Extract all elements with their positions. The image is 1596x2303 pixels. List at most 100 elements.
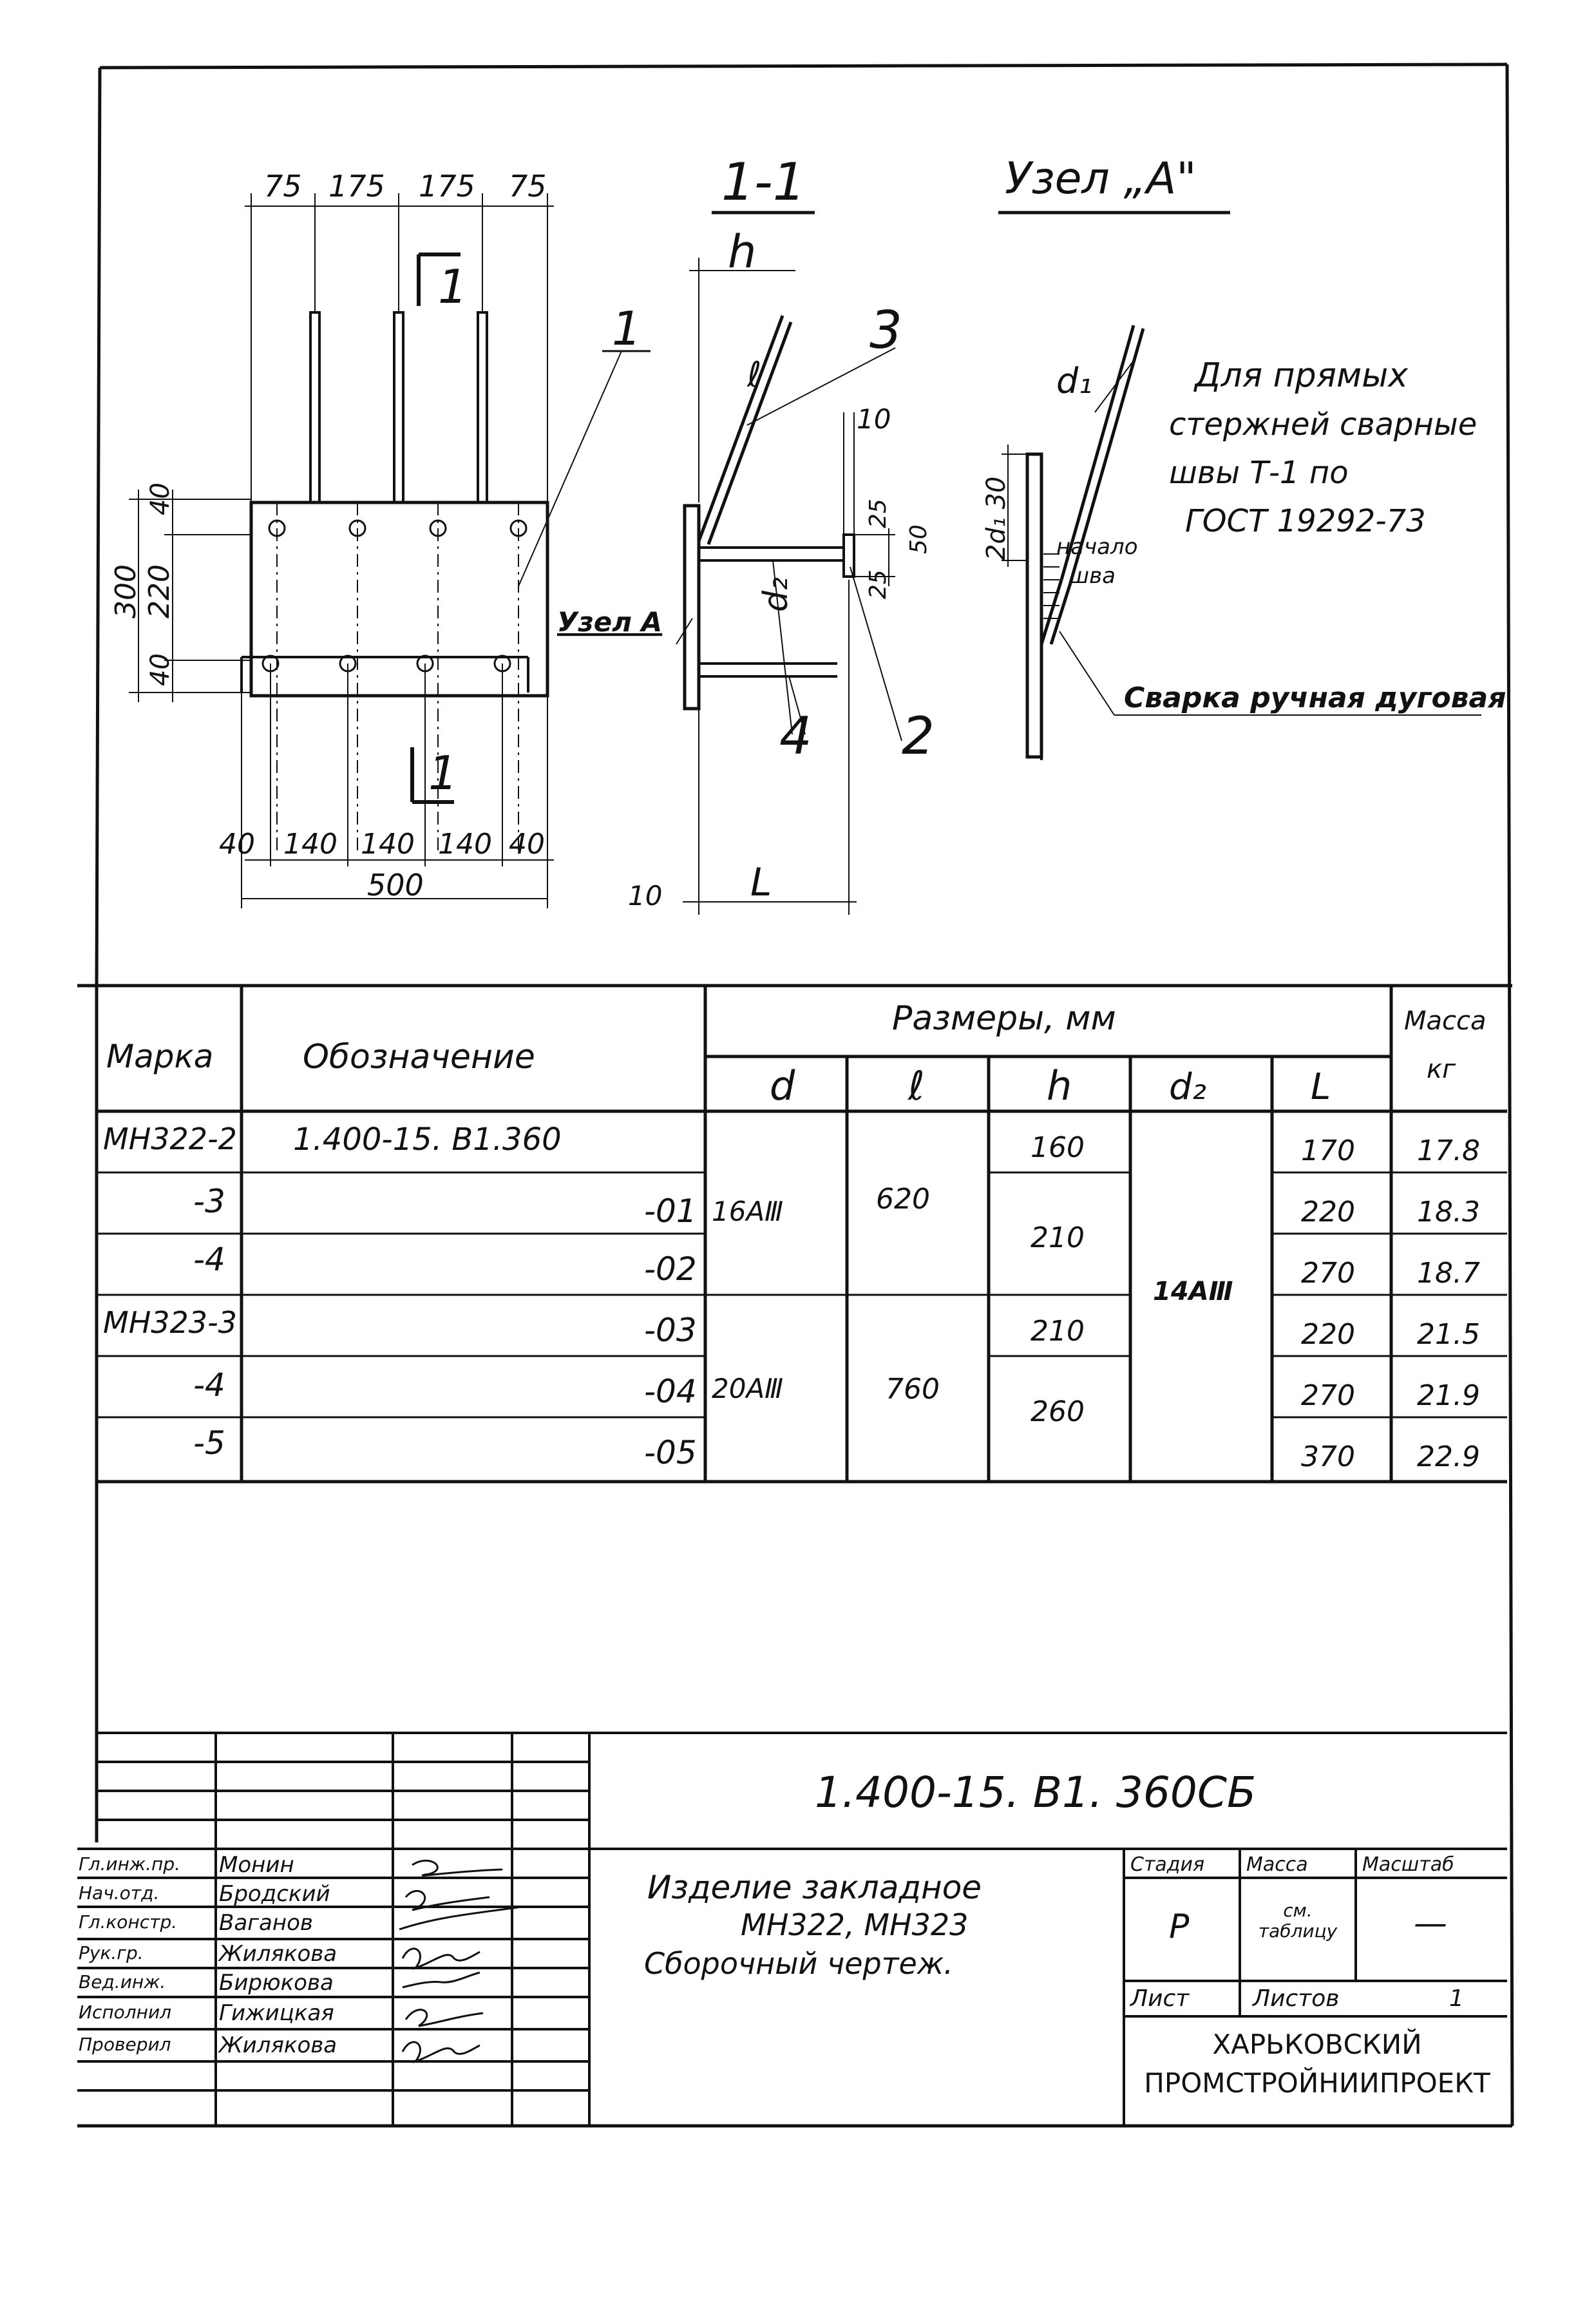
doc-code: 1.400-15. В1. 360СБ	[815, 1768, 1257, 1817]
title-line-3: Сборочный чертеж.	[644, 1946, 953, 1981]
title-line-1: Изделие закладное	[647, 1869, 982, 1906]
dim-140-b3: 140	[438, 828, 492, 861]
dim-75-left: 75	[264, 169, 302, 204]
section-view	[676, 211, 902, 915]
staff-role-3: Гл.констр.	[79, 1911, 178, 1933]
dim-10-bottom: 10	[628, 880, 662, 912]
section-l-bottom: L	[750, 860, 772, 905]
dim-10-top: 10	[857, 403, 891, 435]
node-dims: 2d₁ 30	[982, 477, 1011, 561]
merged-d-b: 20АⅢ	[712, 1373, 784, 1404]
row-6-mass: 22.9	[1417, 1440, 1480, 1473]
section-mark-top: 1	[438, 260, 468, 314]
staff-name-4: Жилякова	[219, 1941, 337, 1967]
dim-40-bottom: 40	[146, 653, 175, 686]
sheet-frame	[77, 62, 1514, 2128]
header-designation: Обозначение	[303, 1038, 535, 1076]
row-3-designation: -02	[644, 1250, 697, 1288]
signatures	[399, 1859, 522, 2064]
anchor-bar	[393, 311, 404, 504]
scale-label: Масштаб	[1362, 1853, 1454, 1876]
node-weld-start-2: шва	[1069, 563, 1116, 589]
sheet-label: Лист	[1130, 1985, 1190, 2012]
section-mark-bottom: 1	[428, 746, 458, 800]
org-line-2: ПРОМСТРОЙНИИПРОЕКТ	[1144, 2067, 1490, 2099]
row-3-mass: 18.7	[1417, 1257, 1480, 1290]
dim-40-top: 40	[146, 483, 175, 515]
dim-140-b1: 140	[283, 828, 337, 861]
row-1-L: 170	[1301, 1134, 1355, 1167]
header-sizes: Размеры, мм	[892, 999, 1116, 1038]
callout-4: 4	[779, 706, 812, 766]
title-block-grid	[77, 1732, 1507, 2126]
dim-25-bottom: 25	[865, 569, 891, 599]
merged-h-1: 160	[1031, 1131, 1085, 1164]
header-mass: Масса	[1404, 1006, 1487, 1036]
staff-role-1: Гл.инж.пр.	[79, 1853, 181, 1875]
dim-500: 500	[367, 868, 424, 903]
dim-300: 300	[109, 564, 142, 618]
merged-l-b: 760	[886, 1373, 940, 1406]
row-5-mass: 21.9	[1417, 1379, 1480, 1412]
row-2-mark: -3	[193, 1183, 225, 1220]
section-labels: 1-1 h ℓ L 3 2 4 d₂ 10 10 25 50 25	[628, 152, 935, 912]
row-6-designation: -05	[644, 1434, 697, 1471]
scale-value: —	[1414, 1904, 1447, 1943]
dim-75-right: 75	[509, 169, 547, 204]
row-4-L: 220	[1301, 1318, 1355, 1351]
merged-h-2: 210	[1031, 1221, 1085, 1254]
staff-name-2: Бродский	[219, 1881, 330, 1907]
dim-50: 50	[906, 524, 932, 554]
row-4-mass: 21.5	[1417, 1318, 1480, 1351]
node-a-labels: Узел „А" d₁ 2d₁ 30 начало шва Сварка руч…	[982, 153, 1506, 714]
dim-175-right: 175	[419, 169, 475, 204]
callout-1: 1	[612, 301, 641, 356]
anchor-bar	[477, 311, 488, 504]
mass-label: Масса	[1246, 1853, 1308, 1876]
stage-label: Стадия	[1130, 1853, 1205, 1876]
sheets-label: Листов	[1253, 1985, 1340, 2012]
node-a-view	[998, 211, 1481, 760]
row-2-L: 220	[1301, 1196, 1355, 1228]
staff-role-7: Проверил	[79, 2034, 171, 2055]
dim-175-left: 175	[328, 169, 385, 204]
section-l-top: ℓ	[746, 354, 761, 395]
section-h: h	[728, 225, 756, 278]
anchor-bar	[309, 311, 321, 504]
section-title: 1-1	[721, 152, 806, 212]
header-h: h	[1047, 1062, 1072, 1109]
staff-name-3: Ваганов	[219, 1910, 313, 1936]
staff-role-6: Исполнил	[79, 2002, 172, 2023]
title-line-2: МН322, МН323	[741, 1907, 969, 1942]
note-line-3: швы Т-1 по	[1169, 455, 1349, 491]
dim-40-b2: 40	[509, 828, 545, 861]
stage-value: Р	[1169, 1907, 1190, 1946]
row-1-mass: 17.8	[1417, 1134, 1480, 1167]
spec-table-grid	[97, 986, 1507, 1484]
row-3-L: 270	[1301, 1257, 1355, 1290]
header-l: ℓ	[908, 1062, 925, 1109]
row-2-designation: -01	[644, 1192, 697, 1230]
staff-role-5: Вед.инж.	[79, 1971, 166, 1992]
header-mass-unit: кг	[1427, 1055, 1456, 1084]
header-mark: Марка	[106, 1038, 214, 1075]
row-4-designation: -03	[644, 1312, 697, 1349]
merged-d2: 14АⅢ	[1153, 1277, 1233, 1306]
row-5-L: 270	[1301, 1379, 1355, 1412]
note-line-4: ГОСТ 19292-73	[1185, 503, 1426, 539]
row-1-designation: 1.400-15. В1.360	[293, 1122, 562, 1158]
callout-2: 2	[902, 706, 935, 766]
row-4-mark: МН323-3	[103, 1305, 237, 1340]
merged-d-a: 16АⅢ	[712, 1196, 784, 1227]
staff-role-4: Рук.гр.	[79, 1942, 144, 1964]
plan-view	[129, 193, 651, 908]
node-d1: d₁	[1056, 361, 1092, 401]
org-line-1: ХАРЬКОВСКИЙ	[1212, 2029, 1422, 2060]
header-L: L	[1311, 1066, 1331, 1108]
row-5-designation: -04	[644, 1373, 697, 1410]
node-title: Узел „А"	[1005, 153, 1197, 204]
section-d2: d₂	[757, 577, 795, 612]
node-weld-start: начало	[1056, 534, 1138, 560]
row-1-mark: МН322-2	[103, 1122, 237, 1156]
